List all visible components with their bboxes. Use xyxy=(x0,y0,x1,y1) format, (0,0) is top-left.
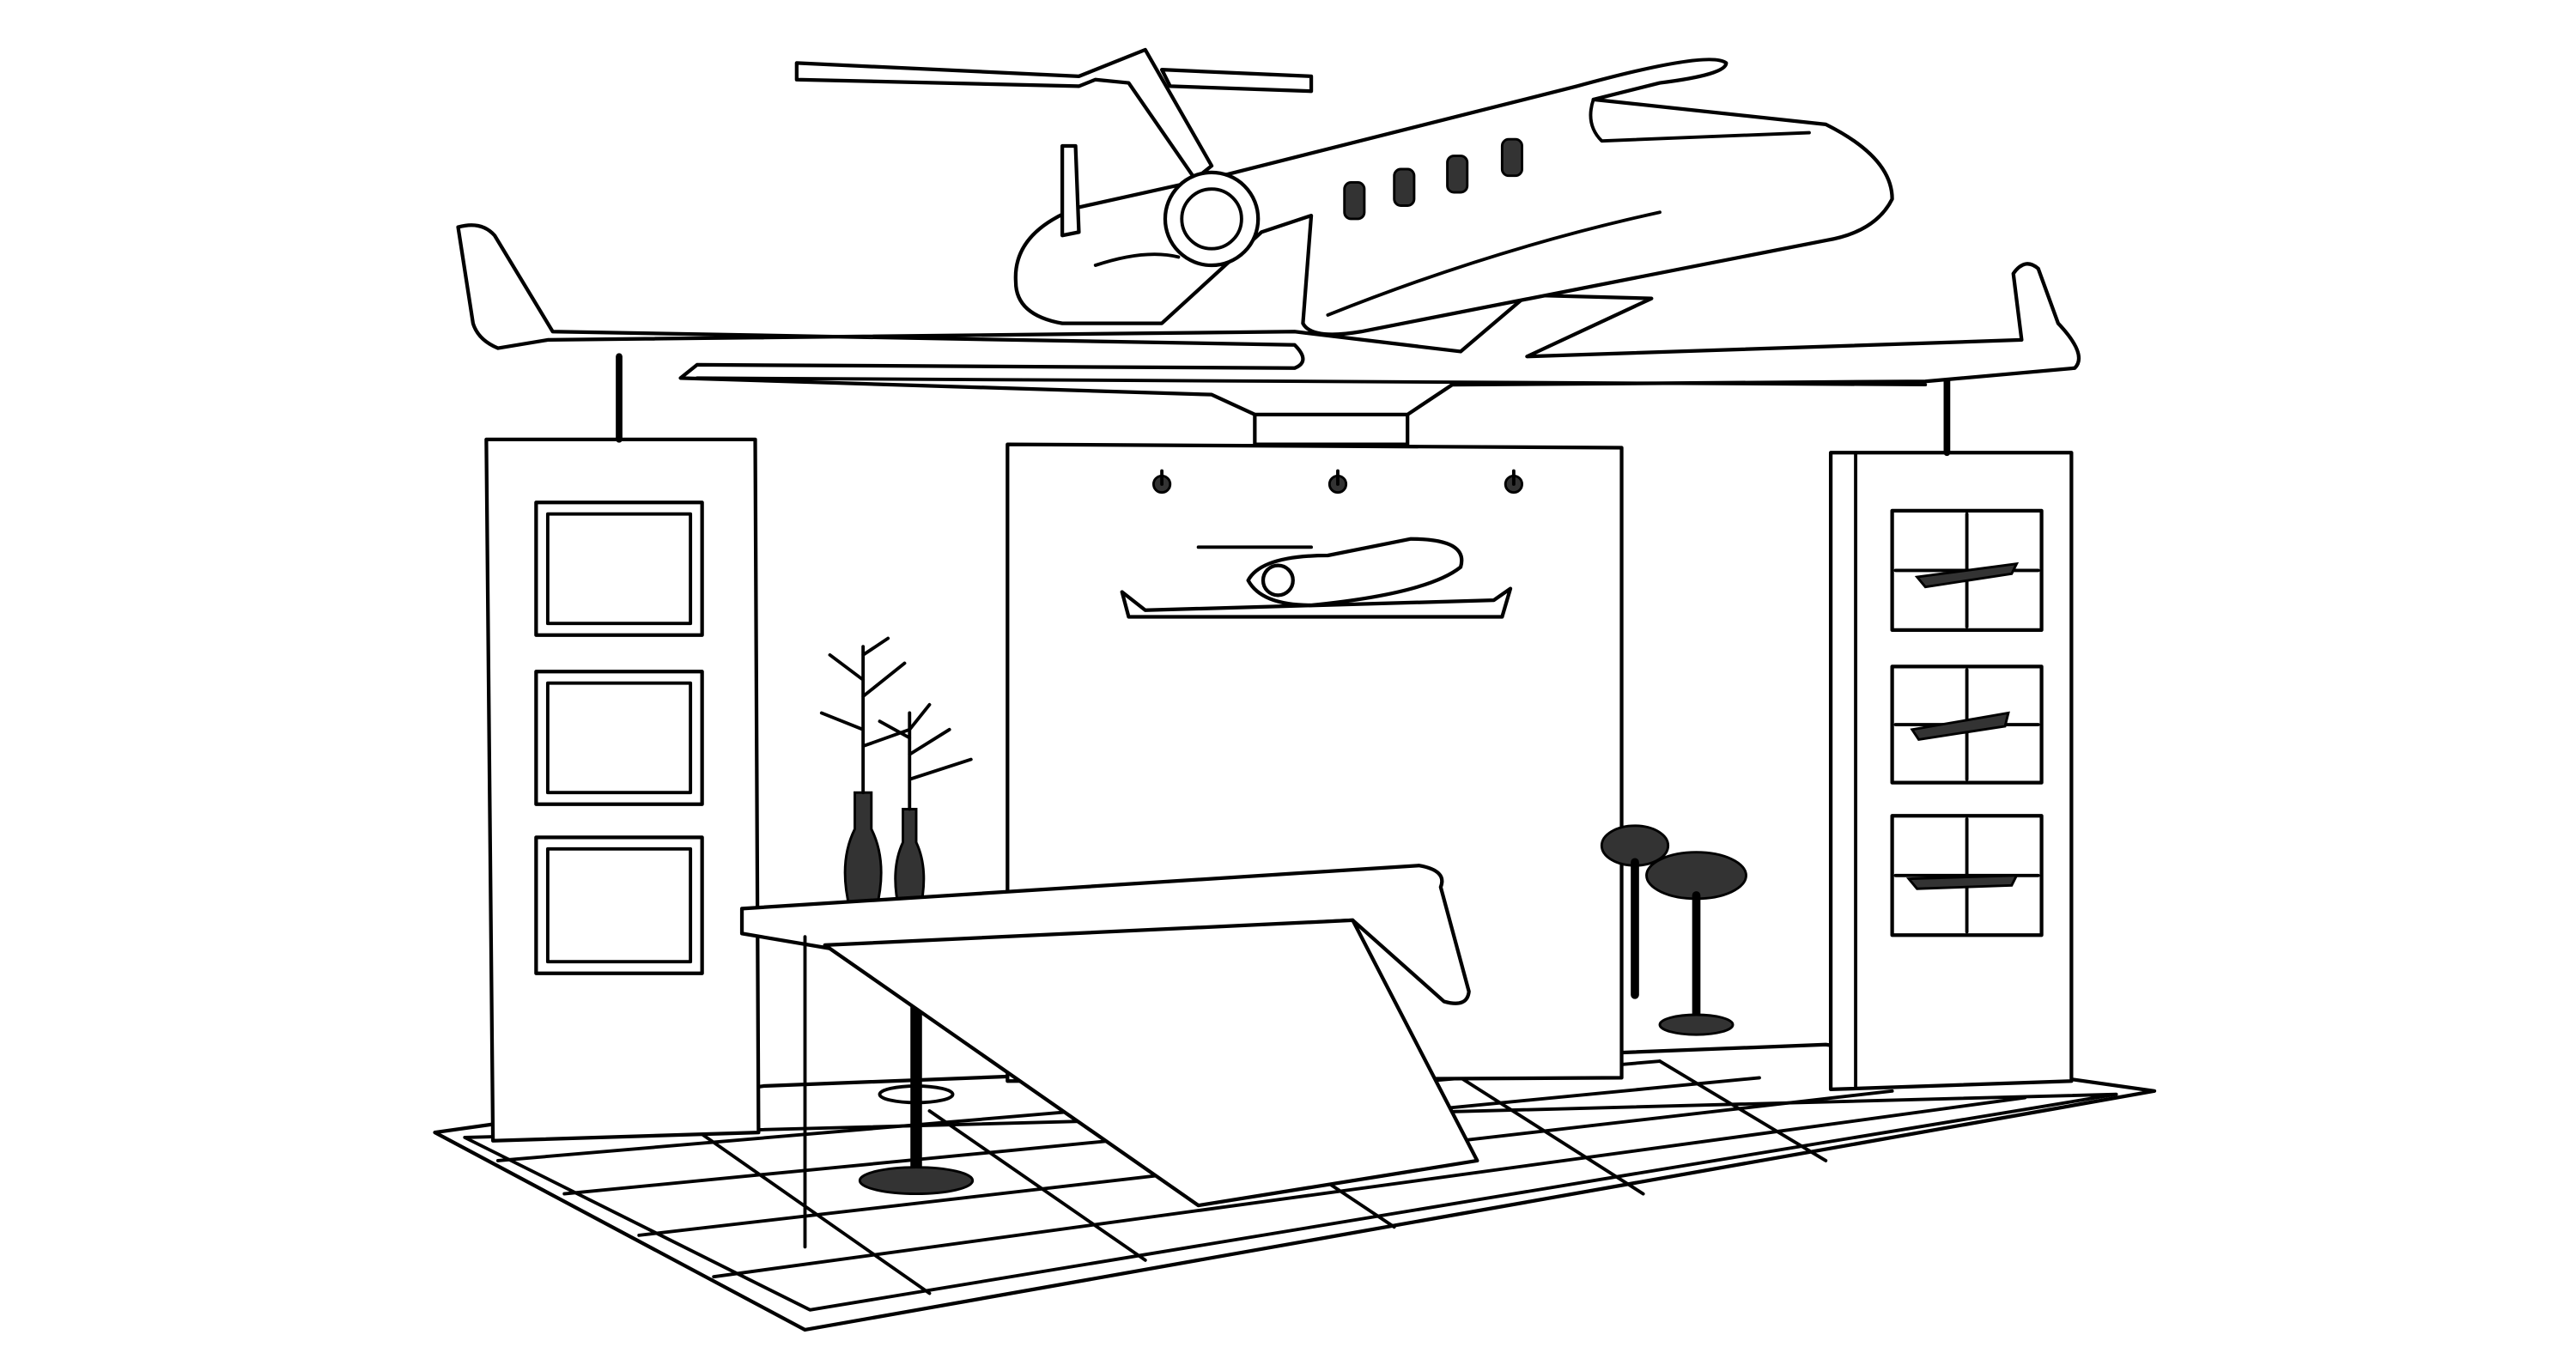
jet-window xyxy=(1343,181,1366,221)
jet-window xyxy=(1446,155,1469,194)
spotlight-icon xyxy=(1327,469,1348,494)
jet-window xyxy=(1393,167,1416,207)
jet-wing xyxy=(456,223,2081,416)
model-plane-icon xyxy=(1905,874,2019,890)
model-plane-icon xyxy=(1914,561,2020,589)
reception-desk xyxy=(739,864,1479,1249)
spotlight-icon xyxy=(1504,469,1524,494)
wall-jet-logo xyxy=(1120,537,1513,619)
bar-stool xyxy=(858,989,975,1196)
display-column-left xyxy=(484,437,761,1143)
vase-plant xyxy=(819,636,912,910)
jet-tail xyxy=(794,47,1214,181)
jet-fuselage xyxy=(1013,58,1894,337)
spotlight-icon xyxy=(1151,469,1172,494)
display-column-right xyxy=(1828,451,2074,1092)
jet-engine xyxy=(1163,170,1261,268)
vase-plant xyxy=(878,702,973,913)
jet-sculpture xyxy=(456,47,2081,416)
jet-stabilizer xyxy=(1159,67,1314,94)
bar-stool xyxy=(1645,851,1747,1036)
jet-window xyxy=(1500,137,1524,178)
support-pole xyxy=(1253,412,1410,446)
bar-stool xyxy=(1600,824,1670,999)
model-plane-icon xyxy=(1910,711,2010,741)
